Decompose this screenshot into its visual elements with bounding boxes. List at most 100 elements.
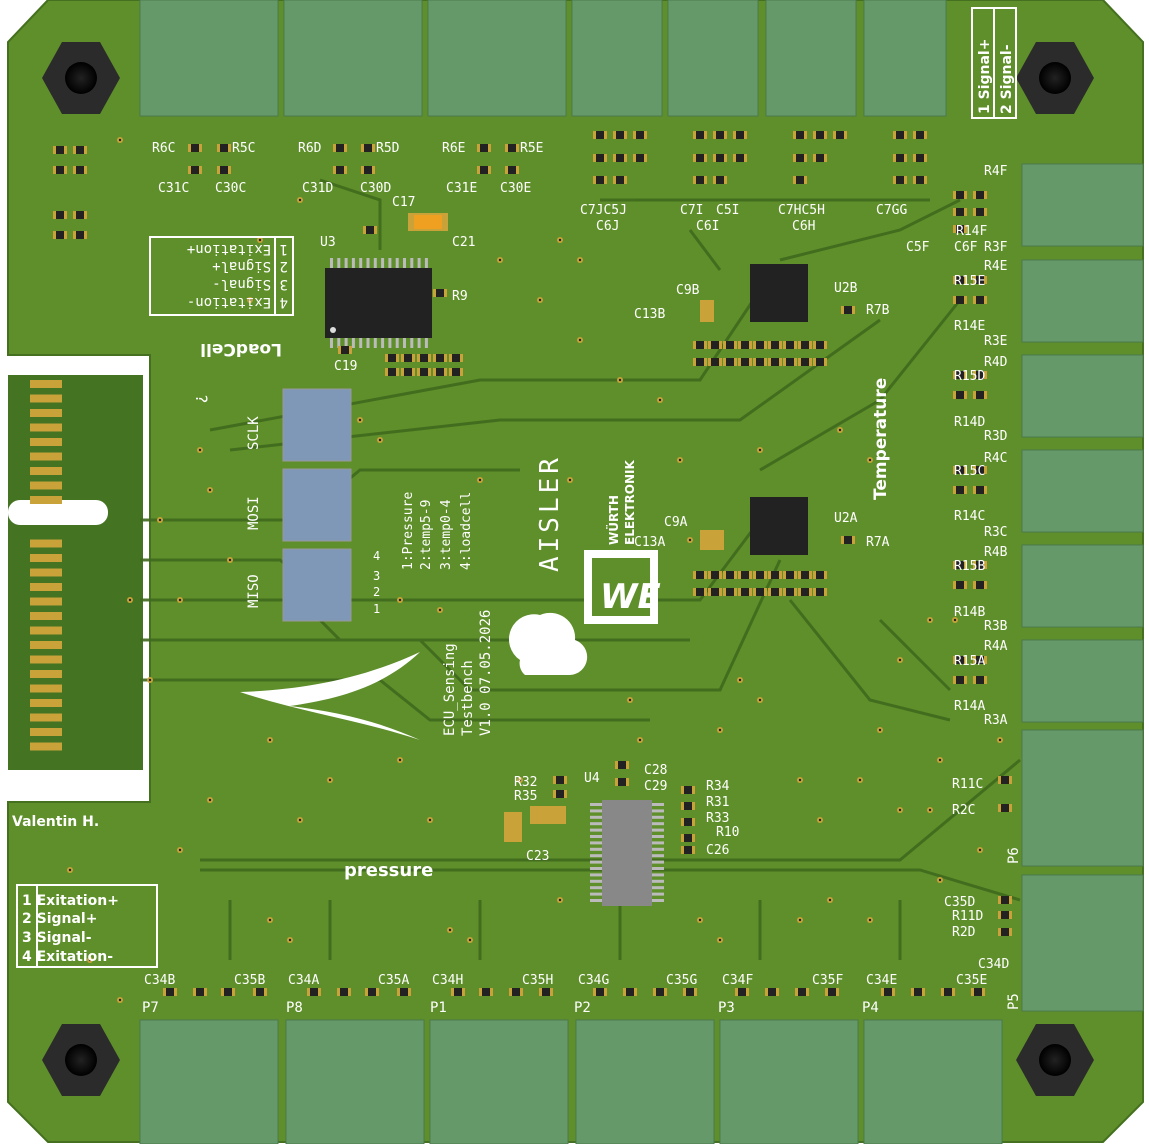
designator-r7a: R7A [866, 535, 890, 550]
integrated-circuits [325, 213, 808, 906]
port-p6: P6 [1006, 847, 1022, 864]
designator-c34h: C34H [432, 973, 463, 988]
port-p7: P7 [142, 1000, 159, 1016]
designator-c6j: C6J [596, 219, 619, 234]
signal-pin-1: 1 Signal+ [977, 39, 993, 114]
designator-r4e: R4E [984, 259, 1007, 274]
designator-r11c: R11C [952, 777, 983, 792]
designator-r2d: R2D [952, 925, 976, 940]
designator-r4a: R4A [984, 639, 1008, 654]
switch-num-3: 3 [373, 569, 380, 583]
designator-r6e: R6E [442, 141, 465, 156]
designator-c7hc5h: C7HC5H [778, 203, 825, 218]
designator-c35h: C35H [522, 973, 553, 988]
ic-u3 [325, 268, 432, 338]
designator-r10: R10 [716, 825, 739, 840]
designator-r3c: R3C [984, 525, 1007, 540]
wurth-line-2: ELEKTRONIK [623, 460, 637, 545]
designator-r6c: R6C [152, 141, 175, 156]
designator-c5f: C5F [906, 240, 930, 255]
switch-num-2: 2 [373, 585, 380, 599]
port-p4: P4 [862, 1000, 879, 1016]
designator-c17: C17 [392, 195, 415, 210]
loadcell-pin-4: 4 Exitation- [187, 294, 288, 310]
ic-u2a [750, 497, 808, 555]
designator-c31e: C31E [446, 181, 477, 196]
designator-c13a: C13A [634, 535, 665, 550]
designator-r35: R35 [514, 789, 537, 804]
designator-r15a: R15A [954, 654, 985, 669]
designator-c29: C29 [644, 779, 667, 794]
designator-r14b: R14B [954, 605, 985, 620]
designator-c31c: C31C [158, 181, 189, 196]
designator-c35a: C35A [378, 973, 409, 988]
designator-r3a: R3A [984, 713, 1008, 728]
designator-c31d: C31D [302, 181, 333, 196]
port-p2: P2 [574, 1000, 591, 1016]
mounting-holes [42, 42, 1094, 1096]
designator-c35d: C35D [944, 895, 975, 910]
designator-c6f: C6F [954, 240, 978, 255]
designator-r4d: R4D [984, 355, 1008, 370]
smd-components [53, 131, 1012, 996]
spi-mosi: MOSI [246, 496, 262, 530]
aisler-logo-cloud [508, 612, 588, 675]
legend-2: 2:temp5-9 [419, 500, 434, 570]
loadcell-pin-2: 2 Signal+ [212, 258, 288, 274]
designator-r14a: R14A [954, 699, 985, 714]
ic-u2b [750, 264, 808, 322]
project-name: ECU_Sensing [442, 643, 458, 736]
designator-c34g: C34G [578, 973, 609, 988]
pressure-pin-4: 4 Exitation- [22, 949, 113, 965]
designator-c7i: C7I [680, 203, 703, 218]
designator-u2a: U2A [834, 511, 858, 526]
author: Valentin H. [12, 814, 99, 830]
designator-c35b: C35B [234, 973, 265, 988]
designator-c35g: C35G [666, 973, 697, 988]
designator-r31: R31 [706, 795, 729, 810]
legend-1: 1:Pressure [401, 492, 416, 570]
designator-c34b: C34B [144, 973, 175, 988]
aisler-text: AISLER [535, 454, 565, 572]
designator-c6h: C6H [792, 219, 815, 234]
wurth-line-1: WÜRTH [606, 495, 621, 545]
designator-r3d: R3D [984, 429, 1008, 444]
temperature-label: Temperature [871, 378, 891, 500]
designator-c23: C23 [526, 849, 549, 864]
switch-num-1: 1 [373, 602, 380, 616]
loadcell-pin-3: 3 Signal- [212, 276, 288, 292]
designator-r15e: R15E [954, 274, 985, 289]
loadcell-pin-1: 1 Exitation+ [187, 241, 288, 257]
designator-u2b: U2B [834, 281, 858, 296]
designator-c9b: C9B [676, 283, 700, 298]
designator-r14c: R14C [954, 509, 985, 524]
pressure-pin-1: 1 Exitation+ [22, 893, 119, 909]
designator-u4: U4 [584, 771, 600, 786]
designator-r14e: R14E [954, 319, 985, 334]
designator-r34: R34 [706, 779, 730, 794]
port-p3: P3 [718, 1000, 735, 1016]
terminal-connectors [139, 0, 1144, 1144]
designator-c35e: C35E [956, 973, 987, 988]
vias [67, 137, 1003, 1003]
designator-r7b: R7B [866, 303, 890, 318]
designator-u3: U3 [320, 235, 336, 250]
legend-4: 4:loadcell [459, 492, 474, 570]
designator-c21: C21 [452, 235, 475, 250]
designator-c35f: C35F [812, 973, 843, 988]
designator-r14f: R14F [956, 224, 987, 239]
designator-r14d: R14D [954, 415, 985, 430]
svg-text:WE: WE [600, 577, 661, 617]
pressure-pin-2: 2 Signal+ [22, 911, 97, 927]
designator-c34e: C34E [866, 973, 897, 988]
designator-r4b: R4B [984, 545, 1008, 560]
designator-r4f: R4F [984, 164, 1008, 179]
designator-r5c: R5C [232, 141, 255, 156]
designator-c13b: C13B [634, 307, 665, 322]
designator-c30c: C30C [215, 181, 246, 196]
port-p1: P1 [430, 1000, 447, 1016]
designator-r9: R9 [452, 289, 468, 304]
designator-r11d: R11D [952, 909, 983, 924]
port-p8: P8 [286, 1000, 303, 1016]
